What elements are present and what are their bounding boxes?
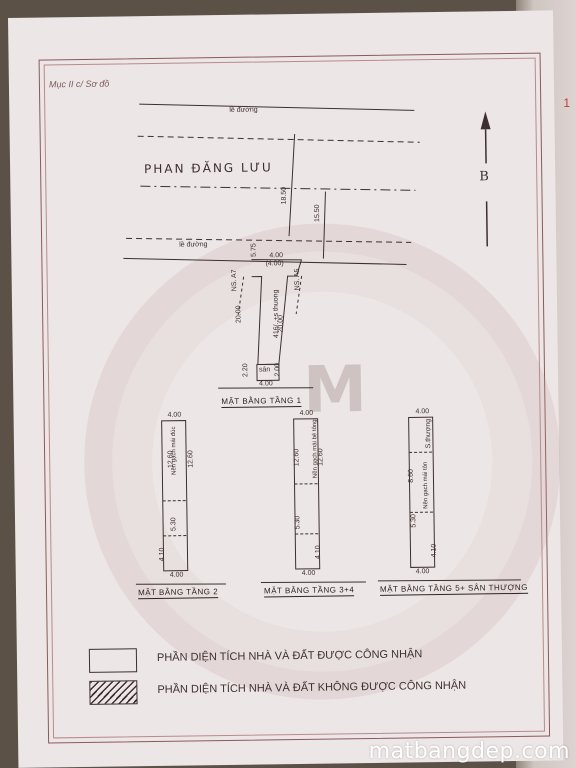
floor5-dim-c: 4.10 — [430, 543, 438, 558]
site-drawing — [123, 103, 521, 585]
floor2-title: MẶT BẰNG TẦNG 2 — [137, 587, 219, 600]
floor1-length-left: 20.00 — [235, 305, 243, 324]
floor1-title: MẶT BẰNG TẦNG 1 — [221, 395, 302, 409]
floor2-top-width: 4.00 — [167, 411, 182, 419]
legend-not-recognized-swatch — [89, 680, 138, 705]
dim-4-00-paren: (4.00) — [265, 260, 284, 268]
floor1-rear-width: 4.00 — [259, 380, 273, 388]
floor2-dim-c: 5.30 — [170, 517, 178, 532]
neighbor-a7: NS. A7 — [230, 269, 239, 292]
floor1-rear-h1: 2.20 — [242, 363, 250, 378]
floor34-dim-d: 4.10 — [314, 545, 322, 560]
floor1-rear-h2: 2.00 — [274, 362, 282, 377]
floor1-length-right: 20.00 — [277, 314, 285, 333]
floor2-dim-b: 12.60 — [187, 450, 195, 468]
legend-recognized-swatch — [88, 648, 138, 673]
floor34-title: MẶT BẰNG TẦNG 3+4 — [263, 585, 355, 598]
floor34-dim-b: 12.60 — [317, 448, 325, 466]
floor34-bottom-width: 4.00 — [301, 569, 316, 577]
dim-4-00: 4.00 — [269, 252, 284, 260]
north-arrow-icon — [480, 111, 491, 247]
certificate-page: M Mục II c/ Sơ đồ — [8, 10, 564, 768]
floor5-dim-b: 5.30 — [410, 514, 418, 528]
site-watermark: matbangdep.com — [368, 739, 570, 764]
floor34-dim-c: 5.30 — [294, 515, 302, 530]
dim-18-50: 18.50 — [280, 186, 288, 205]
floor2-dim-d: 4.10 — [158, 547, 166, 562]
floor5-inner-label: Nền gạch mái tôn — [422, 461, 430, 509]
dim-5-75: 5.75 — [250, 243, 258, 257]
top-road-label: lề đường — [229, 106, 258, 114]
dim-15-50: 15.50 — [313, 204, 322, 223]
floor5-bottom-width: 4.00 — [415, 568, 430, 576]
street-name: PHAN ĐĂNG LƯU — [144, 160, 273, 177]
floor1-yard: sân — [258, 366, 271, 374]
floor5-dim-a: 8.60 — [407, 469, 415, 483]
floor5-roof-label: S.thượng — [424, 418, 433, 449]
north-letter: B — [479, 169, 489, 185]
lower-road-label: lề đường — [179, 241, 208, 249]
floor2-inner-label: Nền gạch mái đúc — [170, 426, 178, 475]
floor5-title: MẶT BẰNG TẦNG 5+ SÂN THƯỢNG — [379, 582, 528, 596]
floor5-top-width: 4.00 — [415, 408, 430, 416]
floor34-top-width: 4.00 — [299, 409, 314, 417]
floor34-dim-a: 12.60 — [293, 448, 301, 467]
floor2-bottom-width: 4.00 — [169, 571, 184, 579]
neighbor-a5: NS. A5 — [293, 268, 302, 291]
